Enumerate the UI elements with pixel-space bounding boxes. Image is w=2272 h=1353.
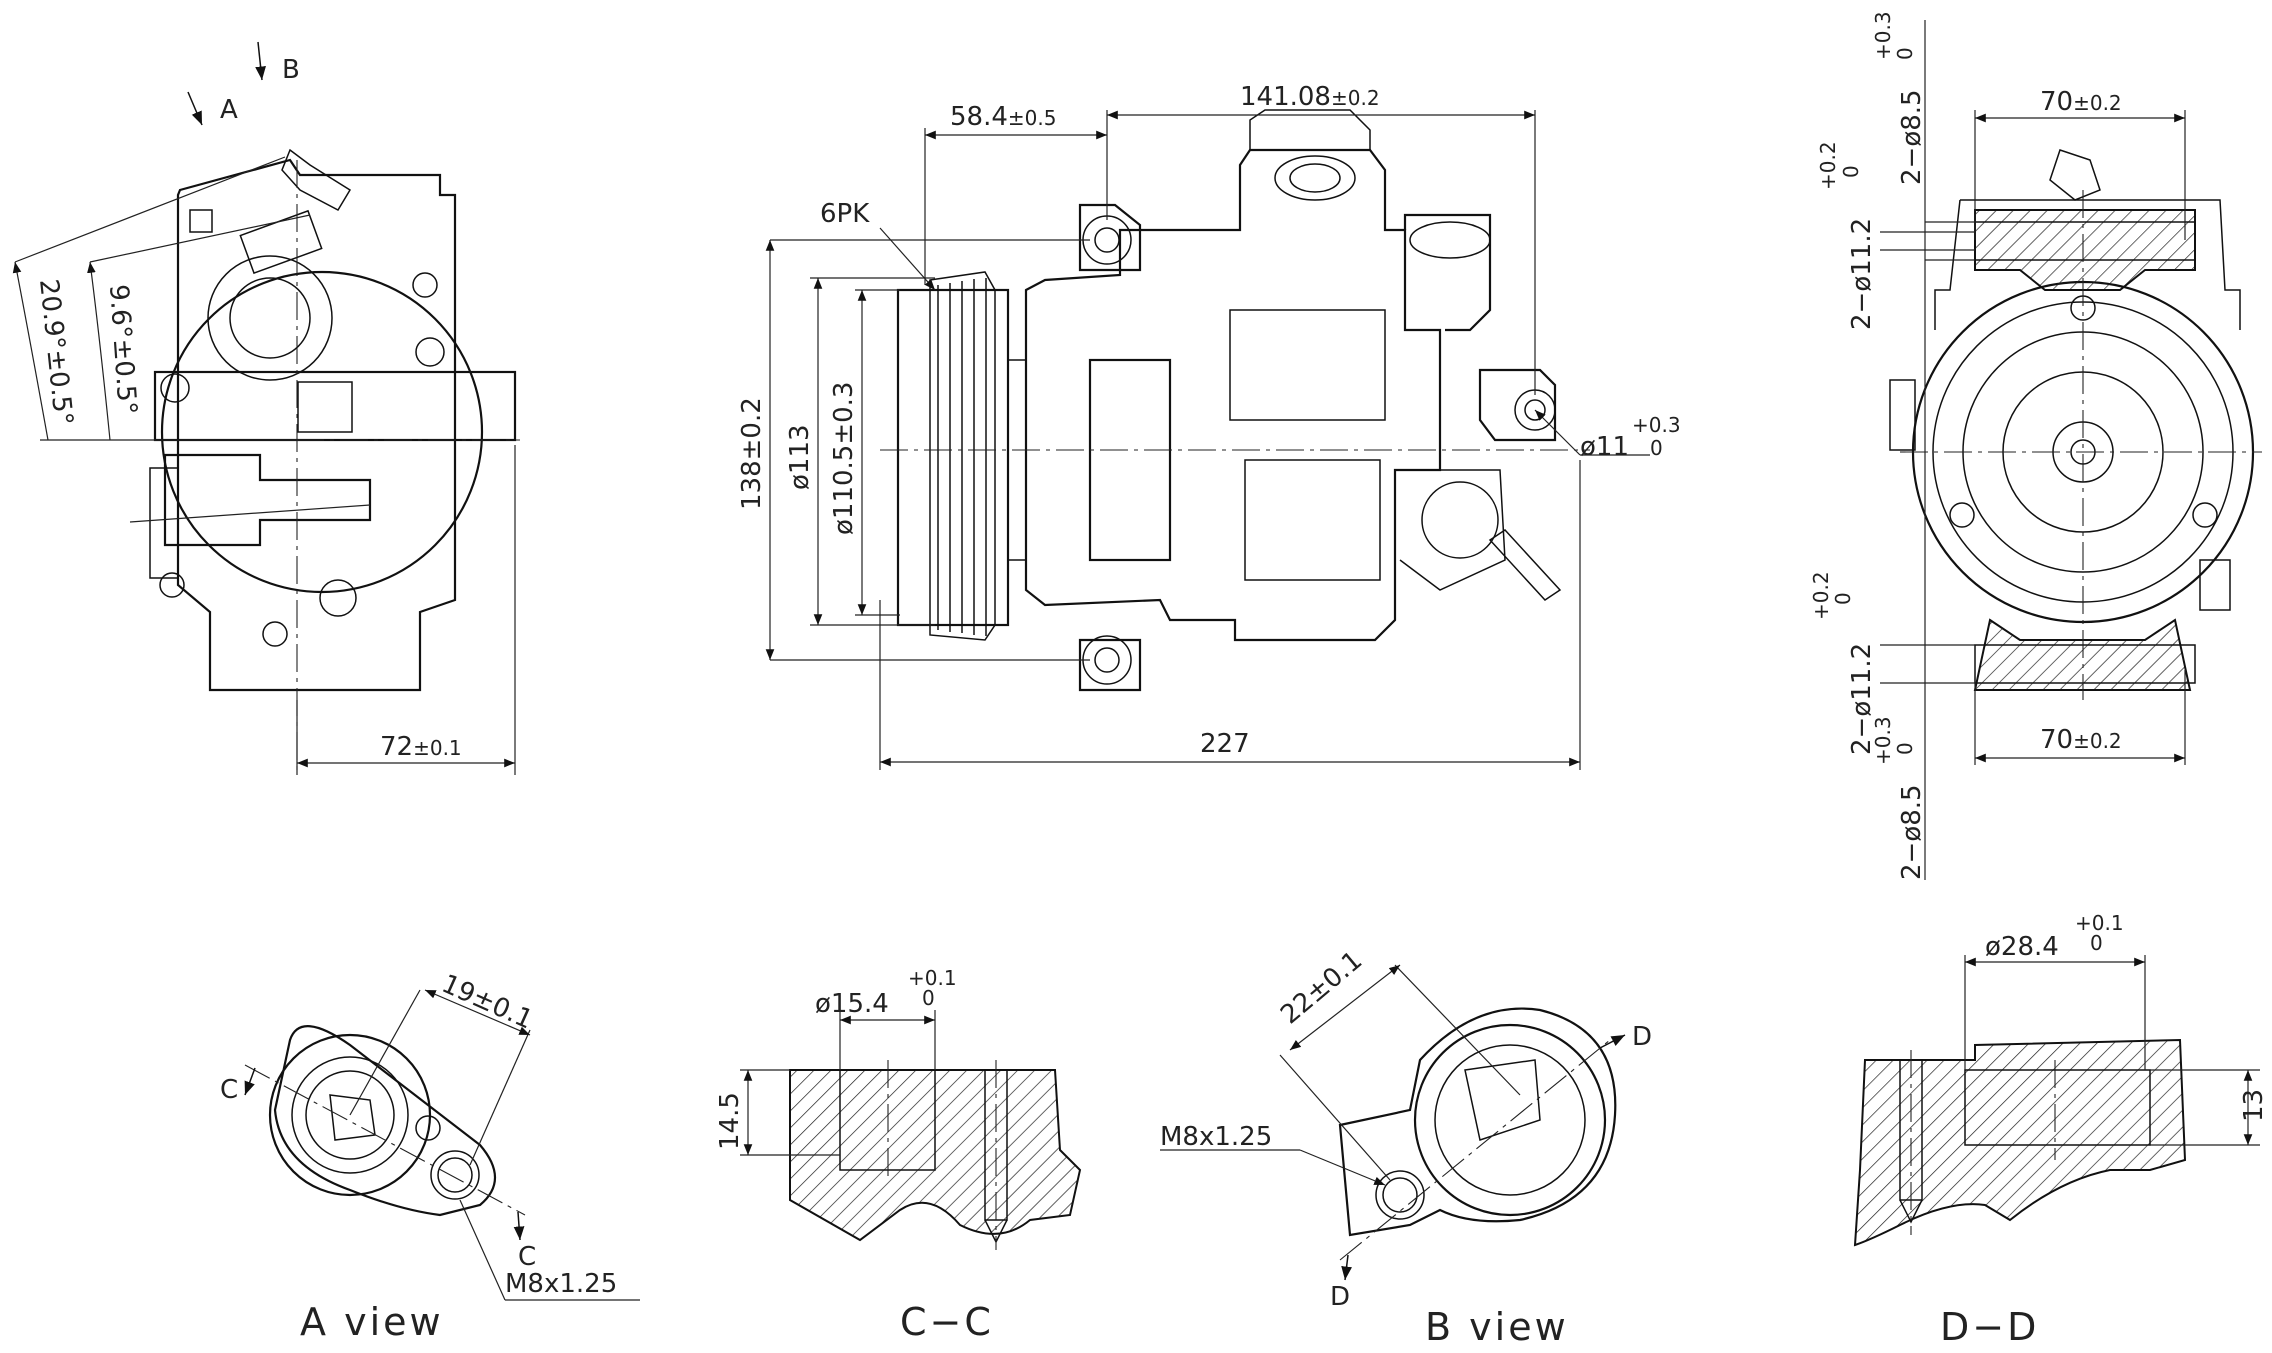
hole-bot-a-tol-low: 0 xyxy=(1893,742,1917,755)
arrow-b-label: B xyxy=(282,55,300,85)
dim-138-label: 138±0.2 xyxy=(737,397,767,510)
pk-label: 6PK xyxy=(820,199,870,229)
hole-bot-a-label: 2−ø8.5 xyxy=(1897,784,1927,880)
hole-bot-a-tol-up: +0.3 xyxy=(1871,716,1895,765)
dim-72-label: 72±0.1 xyxy=(380,732,462,762)
hole-bot-b-tol-low: 0 xyxy=(1831,592,1855,605)
dim-58-value: 58.4 xyxy=(950,102,1008,132)
hole-top-a-tol-up: +0.3 xyxy=(1871,11,1895,60)
hole-top-b-label: 2−ø11.2 xyxy=(1847,218,1877,330)
dim-11-label: ø11 xyxy=(1580,432,1629,462)
dim-141-label: 141.08±0.2 xyxy=(1240,82,1380,112)
hole-top-a-tol-low: 0 xyxy=(1893,47,1917,60)
b-view-title: B view xyxy=(1425,1305,1569,1349)
hole-top-a-label: 2−ø8.5 xyxy=(1897,89,1927,185)
b-view-dim-22: 22±0.1 xyxy=(1275,946,1368,1031)
cc-section-detail: ø15.4 +0.1 0 14.5 C−C xyxy=(715,966,1082,1344)
dim-58-label: 58.4±0.5 xyxy=(950,102,1056,132)
dim-227-label: 227 xyxy=(1200,729,1250,759)
cc-dim-15: ø15.4 xyxy=(815,989,889,1019)
cc-dim-15-tol-low: 0 xyxy=(922,986,935,1010)
a-view-cut-bottom: C xyxy=(518,1242,536,1272)
dd-dim-28: ø28.4 xyxy=(1985,932,2059,962)
dim-70-bottom-tol: ±0.2 xyxy=(2073,729,2122,753)
dim-11-tol-low: 0 xyxy=(1650,436,1663,460)
main-front-view: 58.4±0.5 141.08±0.2 6PK 138±0.2 ø113 ø11… xyxy=(737,82,1681,770)
angle-20-9-label: 20.9°±0.5° xyxy=(33,278,78,427)
a-view-detail: 19±0.1 M8x1.25 C C A view xyxy=(220,969,640,1344)
hole-bot-b-tol-up: +0.2 xyxy=(1809,571,1833,620)
dd-dim-28-tol-up: +0.1 xyxy=(2075,911,2124,935)
b-view-cut-bottom: D xyxy=(1330,1282,1350,1312)
dd-view-title: D−D xyxy=(1940,1305,2039,1349)
arrow-a-label: A xyxy=(220,95,238,125)
cc-view-title: C−C xyxy=(900,1300,994,1344)
b-view-thread: M8x1.25 xyxy=(1160,1122,1272,1152)
dim-113-label: ø113 xyxy=(785,424,815,490)
dim-141-value: 141.08 xyxy=(1240,82,1331,112)
angle-9-6-label: 9.6°±0.5° xyxy=(103,283,142,415)
dim-72-value: 72 xyxy=(380,732,413,762)
dd-dim-13: 13 xyxy=(2239,1089,2269,1122)
a-view-thread: M8x1.25 xyxy=(505,1269,617,1299)
dim-70-bottom-value: 70 xyxy=(2040,725,2073,755)
a-view-cut-top: C xyxy=(220,1075,238,1105)
dim-70-bottom-label: 70±0.2 xyxy=(2040,725,2122,755)
dim-70-top-label: 70±0.2 xyxy=(2040,87,2122,117)
dd-section-detail: ø28.4 +0.1 0 13 D−D xyxy=(1853,911,2269,1349)
hole-bot-b-label: 2−ø11.2 xyxy=(1847,643,1877,755)
right-end-view: 70±0.2 70±0.2 2−ø8.5 +0.3 0 2−ø11.2 +0.2… xyxy=(1809,11,2262,880)
dim-72-tol: ±0.1 xyxy=(413,736,462,760)
a-view-title: A view xyxy=(300,1300,444,1344)
a-view-dim-19: 19±0.1 xyxy=(437,969,537,1036)
dd-dim-28-tol-low: 0 xyxy=(2090,931,2103,955)
cc-dim-14-5: 14.5 xyxy=(715,1092,745,1150)
dim-110-label: ø110.5±0.3 xyxy=(829,382,859,535)
b-view-cut-top: D xyxy=(1632,1022,1652,1052)
b-view-detail: 22±0.1 M8x1.25 D D B view xyxy=(1160,946,1652,1349)
left-side-view: A B 20.9°±0.5° 9.6°±0.5° 72±0.1 xyxy=(12,41,520,775)
hole-top-b-tol-low: 0 xyxy=(1839,165,1863,178)
hole-top-b-tol-up: +0.2 xyxy=(1816,141,1840,190)
dim-11-tol-up: +0.3 xyxy=(1632,413,1681,437)
dim-70-top-tol: ±0.2 xyxy=(2073,91,2122,115)
dim-58-tol: ±0.5 xyxy=(1008,106,1057,130)
dim-141-tol: ±0.2 xyxy=(1331,86,1380,110)
dim-70-top-value: 70 xyxy=(2040,87,2073,117)
cc-dim-15-tol-up: +0.1 xyxy=(908,966,957,990)
